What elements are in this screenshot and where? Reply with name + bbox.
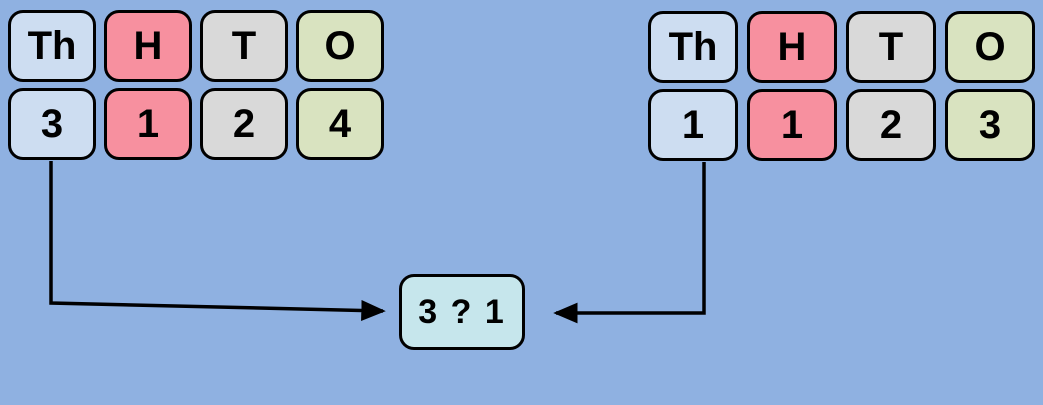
comparison-box[interactable]: 3 ? 1 [399, 274, 525, 350]
arrow-left-thousands-to-comparison [49, 161, 386, 321]
digit-cell-ones-left: 4 [296, 88, 384, 160]
arrow-right-thousands-to-comparison [553, 162, 706, 324]
header-cell-thousands-right: Th [648, 11, 738, 83]
digit-cell-hundreds-right: 1 [747, 89, 837, 161]
digit-cell-tens-left: 2 [200, 88, 288, 160]
header-cell-ones-left: O [296, 10, 384, 82]
header-cell-thousands-left: Th [8, 10, 96, 82]
digit-cell-tens-right: 2 [846, 89, 936, 161]
header-cell-hundreds-right: H [747, 11, 837, 83]
digit-cell-thousands-left: 3 [8, 88, 96, 160]
place-value-table-left: Th H T O 3 1 2 4 [8, 10, 384, 160]
header-cell-tens-left: T [200, 10, 288, 82]
header-cell-ones-right: O [945, 11, 1035, 83]
digit-cell-ones-right: 3 [945, 89, 1035, 161]
header-cell-hundreds-left: H [104, 10, 192, 82]
digit-cell-thousands-right: 1 [648, 89, 738, 161]
digit-cell-hundreds-left: 1 [104, 88, 192, 160]
comparison-label: 3 ? 1 [418, 292, 506, 331]
place-value-table-right: Th H T O 1 1 2 3 [648, 11, 1035, 161]
header-cell-tens-right: T [846, 11, 936, 83]
